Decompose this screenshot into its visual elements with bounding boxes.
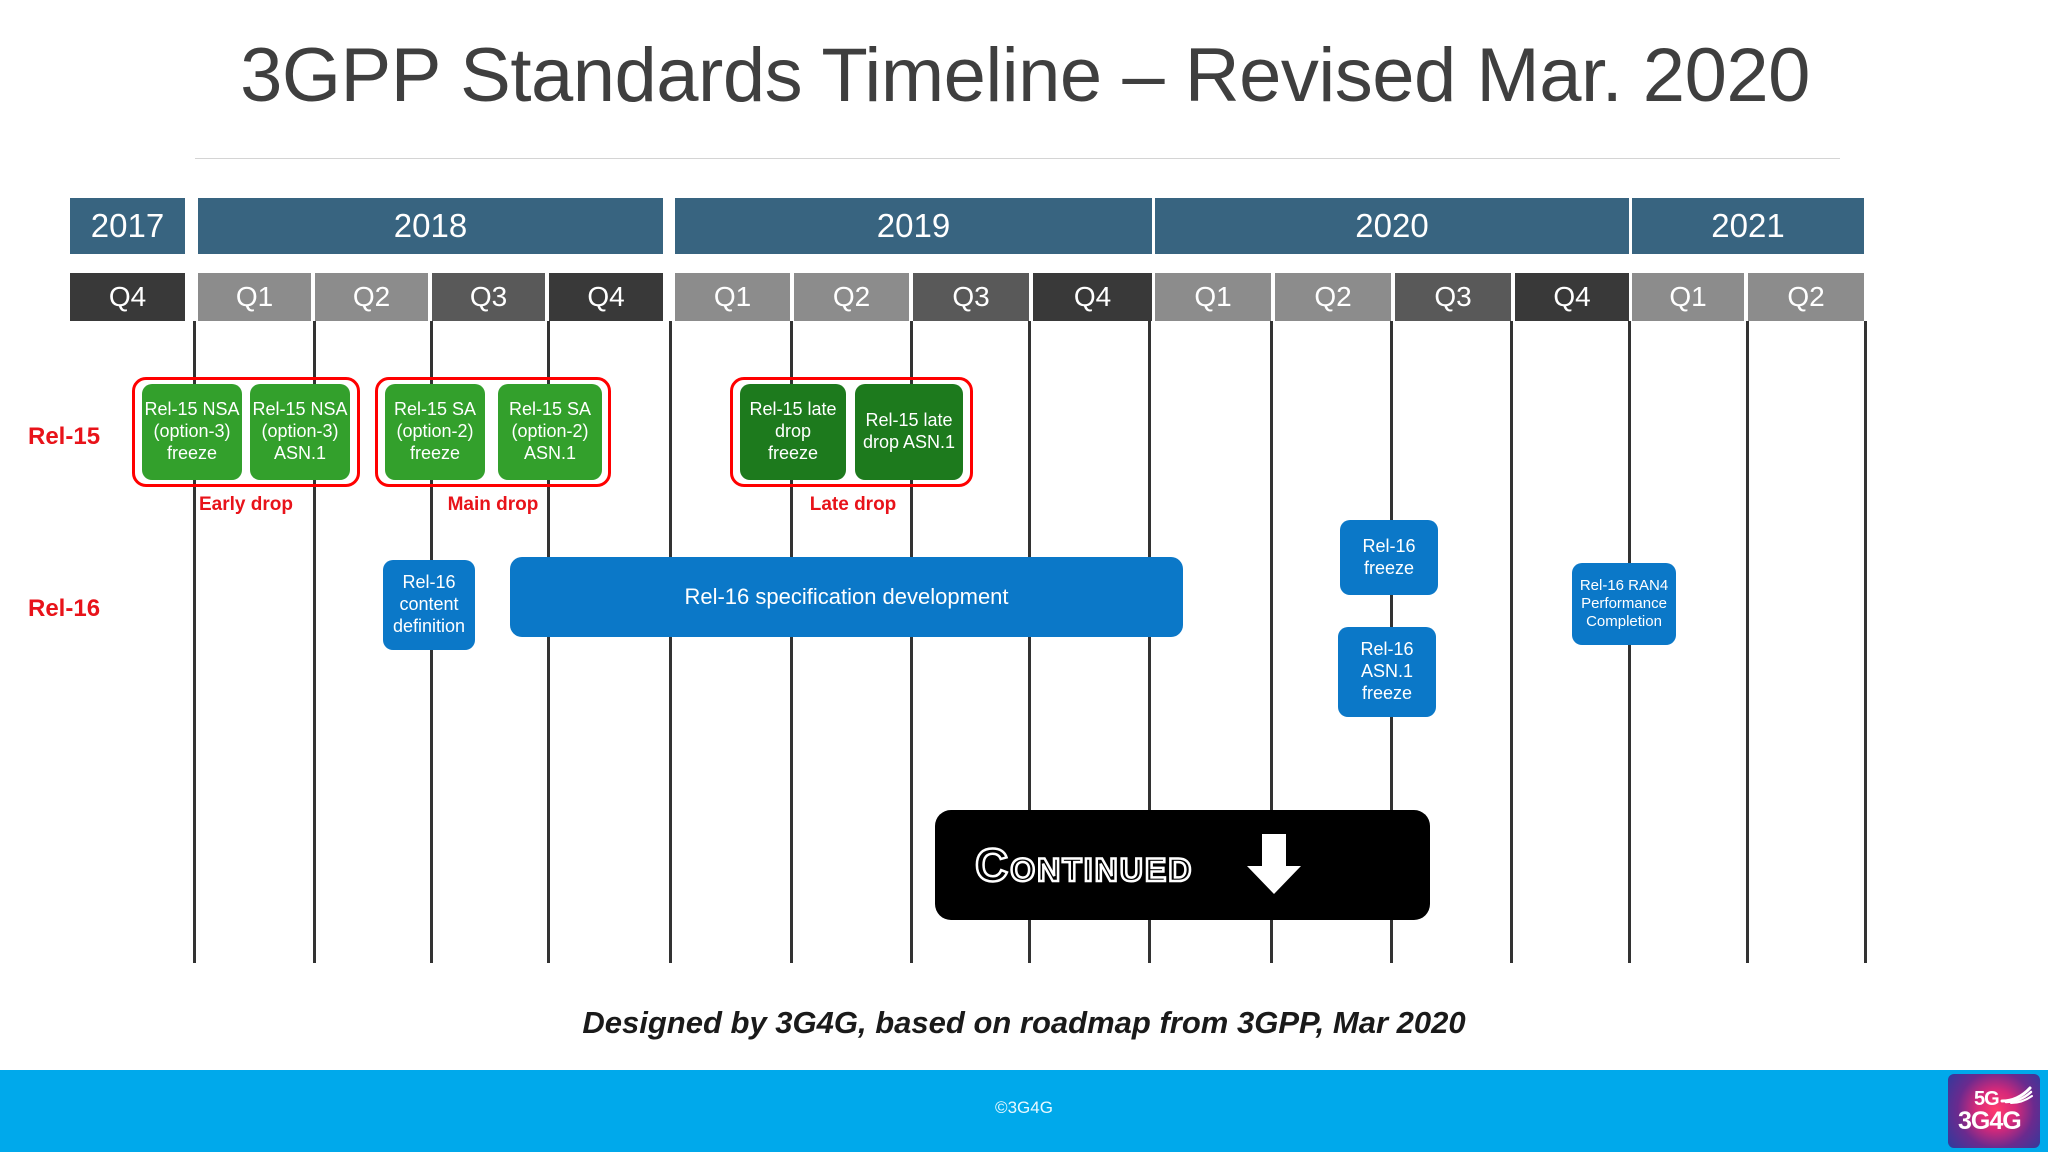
quarter-bar: Q2 xyxy=(794,273,909,321)
title-divider xyxy=(195,158,1840,159)
drop-label-late-drop: Late drop xyxy=(809,494,897,515)
logo-3g4g-text: 3G4G xyxy=(1958,1107,2022,1135)
logo-5g-text: 5G xyxy=(1974,1088,2000,1110)
quarter-bar: Q4 xyxy=(1515,273,1629,321)
quarter-bar: Q3 xyxy=(913,273,1029,321)
timeline-gridline xyxy=(1148,321,1151,963)
caption-text: Designed by 3G4G, based on roadmap from … xyxy=(582,1005,1466,1040)
quarter-bar: Q3 xyxy=(1395,273,1511,321)
rel16-asn1-freeze[interactable]: Rel-16 ASN.1 freeze xyxy=(1338,627,1436,717)
year-bar-2017: 2017 xyxy=(70,198,185,254)
timeline-gridline xyxy=(1510,321,1513,963)
timeline-gridline xyxy=(1864,321,1867,963)
quarter-bar: Q2 xyxy=(315,273,428,321)
group-bracket-main-drop xyxy=(375,377,611,487)
milestone-box[interactable]: Rel-15 SA (option-2) ASN.1 xyxy=(498,384,602,480)
rel16-content-definition[interactable]: Rel-16 content definition xyxy=(383,560,475,650)
brand-logo[interactable]: 5G 3G4G xyxy=(1948,1074,2040,1148)
quarter-bar: Q4 xyxy=(549,273,663,321)
row-label-rel-15: Rel-15 xyxy=(28,423,101,450)
quarter-bar: Q1 xyxy=(1155,273,1271,321)
rel16-ran4-performance[interactable]: Rel-16 RAN4 Performance Completion xyxy=(1572,563,1676,645)
year-bar-2018: 2018 xyxy=(198,198,663,254)
copyright-label: ©3G4G xyxy=(995,1098,1053,1117)
quarter-bar: Q2 xyxy=(1748,273,1864,321)
quarter-bar: Q2 xyxy=(1275,273,1391,321)
timeline-gridline xyxy=(669,321,672,963)
milestone-box[interactable]: Rel-15 NSA (option-3) freeze xyxy=(142,384,242,480)
rel16-freeze[interactable]: Rel-16 freeze xyxy=(1340,520,1438,595)
row-label-rel-16: Rel-16 xyxy=(28,595,101,622)
footer-bar xyxy=(0,1070,2048,1152)
drop-label-main-drop: Main drop xyxy=(447,494,539,515)
quarter-bar: Q1 xyxy=(675,273,790,321)
milestone-box[interactable]: Rel-15 SA (option-2) freeze xyxy=(385,384,485,480)
timeline-gridline xyxy=(547,321,550,963)
timeline-gridline xyxy=(193,321,196,963)
timeline-gridline xyxy=(910,321,913,963)
year-bar-2019: 2019 xyxy=(675,198,1152,254)
drop-label-early-drop: Early drop xyxy=(199,494,293,515)
continued-banner[interactable]: Continued xyxy=(935,810,1430,920)
timeline-gridline xyxy=(790,321,793,963)
quarter-bar: Q3 xyxy=(432,273,545,321)
milestone-box[interactable]: Rel-15 NSA (option-3) ASN.1 xyxy=(250,384,350,480)
timeline-gridline xyxy=(313,321,316,963)
quarter-bar: Q4 xyxy=(70,273,185,321)
page-title: 3GPP Standards Timeline – Revised Mar. 2… xyxy=(240,33,1810,118)
milestone-box[interactable]: Rel-15 late drop ASN.1 xyxy=(855,384,963,480)
quarter-bar: Q4 xyxy=(1033,273,1152,321)
year-bar-2021: 2021 xyxy=(1632,198,1864,254)
continued-label: Continued xyxy=(974,838,1194,893)
group-bracket-early-drop xyxy=(132,377,360,487)
timeline-gridline xyxy=(1270,321,1273,963)
group-bracket-late-drop xyxy=(730,377,973,487)
signal-wave-icon xyxy=(2000,1082,2034,1109)
timeline-gridline xyxy=(1028,321,1031,963)
quarter-bar: Q1 xyxy=(1632,273,1744,321)
quarter-bar: Q1 xyxy=(198,273,311,321)
down-arrow-icon xyxy=(1235,824,1313,907)
year-bar-2020: 2020 xyxy=(1155,198,1629,254)
timeline-gridline xyxy=(1746,321,1749,963)
rel16-spec-development[interactable]: Rel-16 specification development xyxy=(510,557,1183,637)
milestone-box[interactable]: Rel-15 late drop freeze xyxy=(740,384,846,480)
